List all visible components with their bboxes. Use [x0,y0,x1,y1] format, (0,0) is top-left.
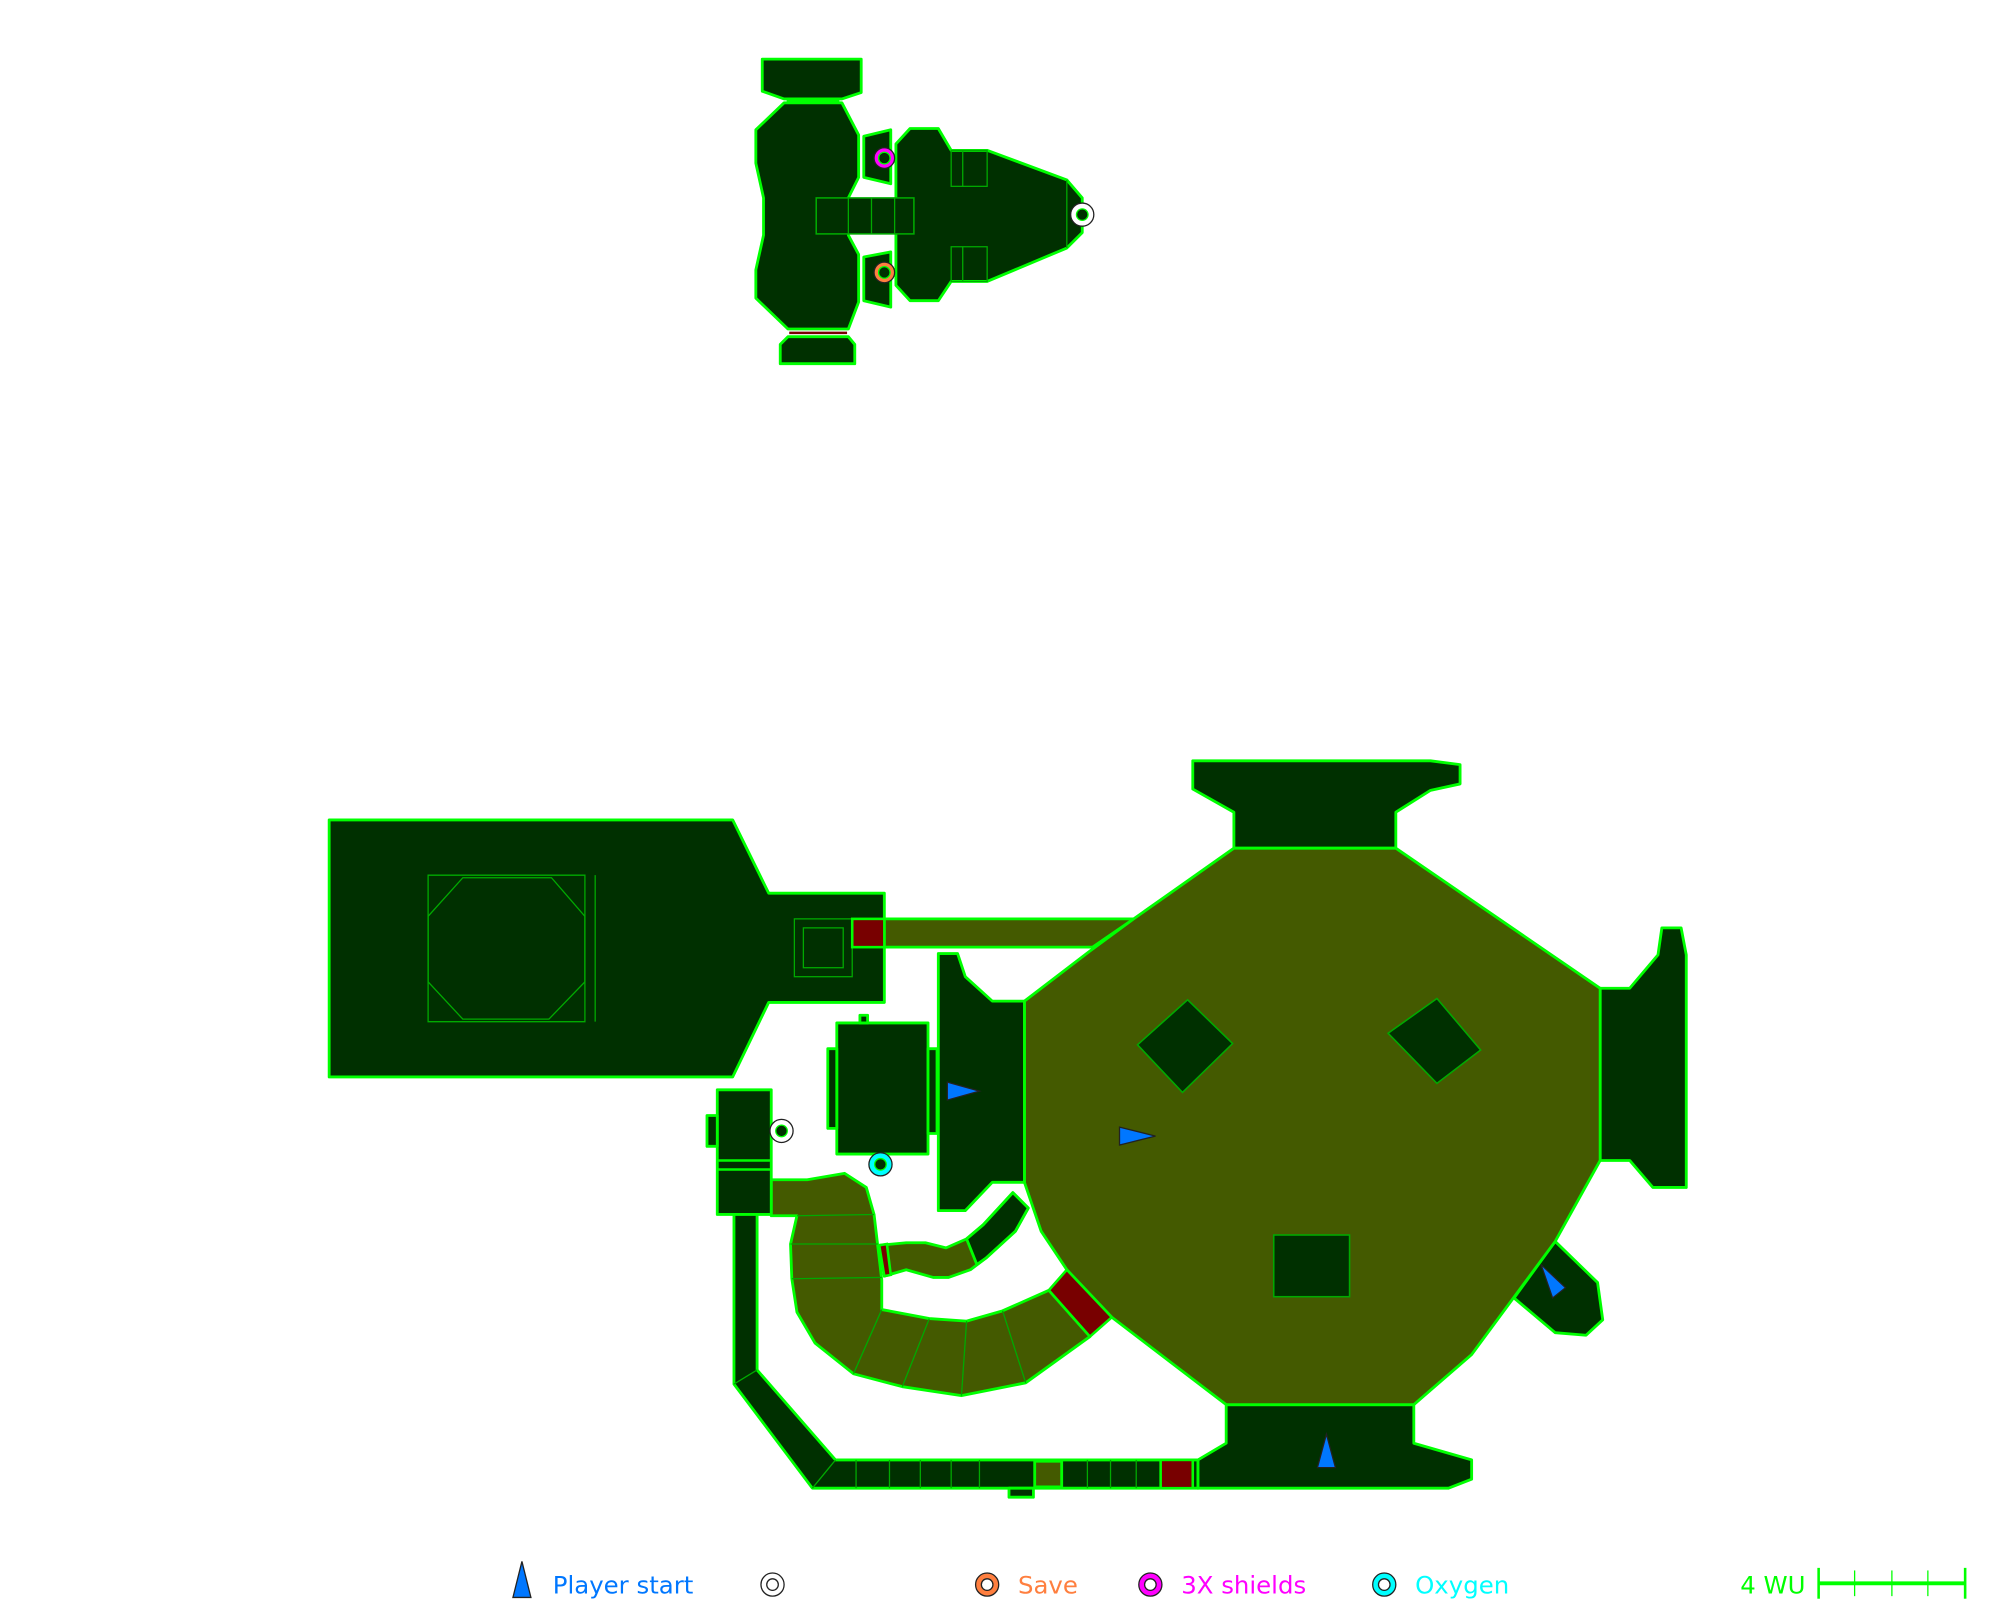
shields-marker [873,147,896,169]
room-west-column [715,1088,773,1216]
player-start-marker [1118,1126,1156,1146]
room-south-cap [1196,1403,1474,1490]
oxygen-legend-icon [1372,1572,1397,1597]
legend-oxygen: Oxygen [1415,1571,1509,1600]
upper-level [754,57,1095,366]
scale-bar [1817,1567,1967,1599]
door-west [850,917,886,949]
room-west-hall [327,818,886,1079]
shields-legend-icon [1138,1572,1163,1597]
legend-save: Save [1018,1571,1078,1600]
corridor-north [882,917,1136,949]
room-upper-main [754,101,861,331]
pillar-west [1136,998,1234,1094]
room-east [1598,926,1688,1189]
room-west-annex [936,952,1026,1213]
door-hub-southwest [1047,1267,1114,1339]
oxygen-marker [868,1152,893,1177]
player-start-marker [946,1081,982,1101]
room-small-block [835,1021,930,1156]
save-marker [873,261,896,284]
player-start-marker [1316,1431,1337,1469]
legend-shields: 3X shields [1181,1571,1306,1600]
legend: Player start Save 3X shields Oxygen 4 WU [512,1561,1967,1600]
save-legend-icon [974,1572,1000,1597]
room-central-hub [1023,846,1602,1407]
corridor-bridge [815,197,915,235]
item-legend-icon [760,1572,785,1597]
lower-level [327,759,1688,1499]
item-marker [1070,202,1095,227]
player-start-legend-icon [512,1561,532,1599]
corridor-southwest [732,1213,1200,1490]
door-south [1159,1458,1195,1490]
player-start-marker [1540,1264,1567,1300]
room-top-cap [760,57,863,101]
legend-player-start: Player start [553,1571,694,1600]
item-marker [769,1118,794,1144]
pillar-east [1386,997,1482,1085]
pillar-south [1272,1234,1351,1298]
room-bottom-cap [778,335,857,366]
scale-label: 4 WU [1740,1571,1805,1600]
room-upper-right [894,127,1084,303]
room-north-cap [1191,759,1462,850]
